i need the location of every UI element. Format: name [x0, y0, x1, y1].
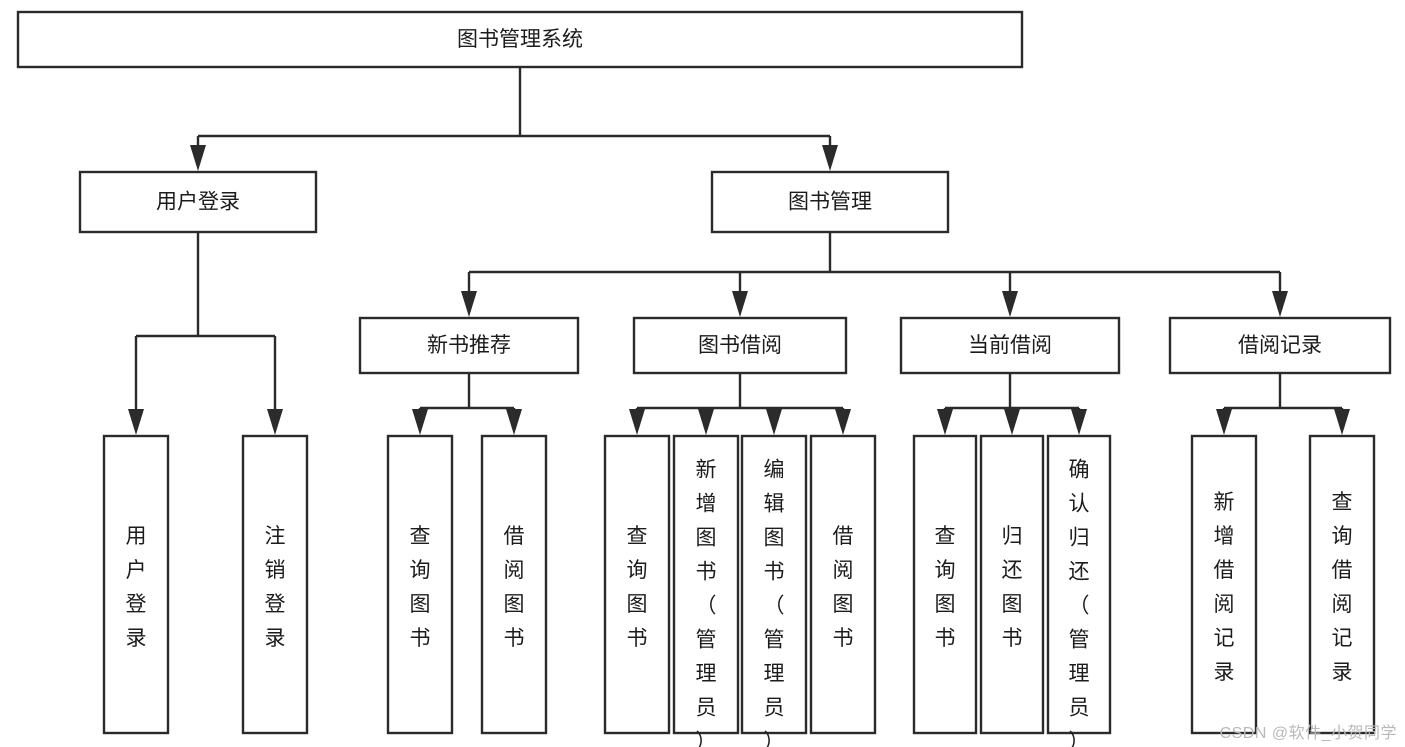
- edge-arrowhead: [629, 409, 645, 435]
- node-label: 编辑图书（管理员）: [764, 459, 785, 747]
- node-leaf-bor-4[interactable]: 借阅图书: [809, 434, 877, 735]
- node-box: [632, 316, 848, 375]
- node-leaf-login-1[interactable]: 用户登录: [102, 434, 170, 735]
- node-layer: 图书管理系统用户登录图书管理新书推荐图书借阅当前借阅借阅记录用户登录注销登录查询…: [16, 10, 1392, 747]
- node-box: [1046, 434, 1112, 735]
- edge-arrowhead: [267, 409, 283, 435]
- node-label: 当前借阅: [968, 334, 1052, 357]
- node-borrow[interactable]: 图书借阅: [632, 316, 848, 375]
- edge-arrowhead: [1272, 291, 1288, 317]
- node-box: [386, 434, 454, 735]
- node-box: [809, 434, 877, 735]
- node-box: [1168, 316, 1392, 375]
- node-box: [1190, 434, 1258, 735]
- node-leaf-cur-2[interactable]: 归还图书: [979, 434, 1045, 735]
- node-label: 新增借阅记录: [1214, 491, 1235, 684]
- edge-arrowhead: [506, 409, 522, 435]
- node-label: 查询图书: [627, 525, 648, 650]
- node-label: 查询借阅记录: [1332, 491, 1353, 684]
- node-label: 图书借阅: [698, 334, 782, 357]
- node-label: 用户登录: [126, 525, 147, 650]
- node-leaf-bor-3[interactable]: 编辑图书（管理员）: [740, 434, 808, 747]
- node-root[interactable]: 图书管理系统: [16, 10, 1024, 69]
- node-box: [241, 434, 309, 735]
- node-box: [899, 316, 1121, 375]
- edge-arrowhead: [1071, 409, 1087, 435]
- node-label: 注销登录: [265, 525, 286, 650]
- node-leaf-rec-2[interactable]: 查询借阅记录: [1308, 434, 1376, 735]
- edge-arrowhead: [698, 409, 714, 435]
- node-label: 借阅图书: [504, 525, 525, 650]
- node-leaf-new-1[interactable]: 查询图书: [386, 434, 454, 735]
- node-box: [740, 434, 808, 735]
- edge-arrowhead: [1216, 409, 1232, 435]
- node-leaf-new-2[interactable]: 借阅图书: [480, 434, 548, 735]
- node-label: 图书管理系统: [457, 28, 583, 51]
- node-label: 图书管理: [788, 191, 872, 214]
- node-newrec[interactable]: 新书推荐: [358, 316, 580, 375]
- node-label: 归还图书: [1002, 525, 1023, 650]
- edge-arrowhead: [412, 409, 428, 435]
- edge-arrowhead: [937, 409, 953, 435]
- node-box: [1308, 434, 1376, 735]
- node-label: 查询图书: [410, 525, 431, 650]
- node-label: 查询图书: [935, 525, 956, 650]
- node-box: [480, 434, 548, 735]
- node-label: 借阅记录: [1238, 334, 1322, 357]
- edge-arrowhead: [732, 291, 748, 317]
- edge-arrowhead: [766, 409, 782, 435]
- node-box: [979, 434, 1045, 735]
- node-label: 新增图书（管理员）: [696, 459, 717, 747]
- edge-arrowhead: [1002, 291, 1018, 317]
- edge-arrowhead: [1334, 409, 1350, 435]
- node-leaf-cur-1[interactable]: 查询图书: [912, 434, 978, 735]
- edge-arrowhead: [835, 409, 851, 435]
- node-current[interactable]: 当前借阅: [899, 316, 1121, 375]
- edge-arrowhead: [128, 409, 144, 435]
- node-box: [603, 434, 671, 735]
- node-label: 用户登录: [156, 191, 240, 214]
- node-leaf-bor-1[interactable]: 查询图书: [603, 434, 671, 735]
- node-leaf-login-2[interactable]: 注销登录: [241, 434, 309, 735]
- node-label: 确认归还（管理员）: [1069, 459, 1090, 747]
- edge-arrowhead: [822, 145, 838, 171]
- node-box: [358, 316, 580, 375]
- node-box: [710, 170, 950, 234]
- node-leaf-rec-1[interactable]: 新增借阅记录: [1190, 434, 1258, 735]
- edge-arrowhead: [190, 145, 206, 171]
- edge-arrowhead: [1004, 409, 1020, 435]
- node-box: [672, 434, 740, 735]
- csdn-watermark: CSDN @软件_小贺同学: [1219, 725, 1397, 742]
- node-login[interactable]: 用户登录: [78, 170, 318, 234]
- node-leaf-bor-2[interactable]: 新增图书（管理员）: [672, 434, 740, 747]
- node-box: [102, 434, 170, 735]
- node-bookmgmt[interactable]: 图书管理: [710, 170, 950, 234]
- edge-layer: [128, 67, 1350, 435]
- node-box: [16, 10, 1024, 69]
- edge-arrowhead: [461, 291, 477, 317]
- node-records[interactable]: 借阅记录: [1168, 316, 1392, 375]
- node-leaf-cur-3[interactable]: 确认归还（管理员）: [1046, 434, 1112, 747]
- node-label: 借阅图书: [833, 525, 854, 650]
- node-box: [912, 434, 978, 735]
- node-label: 新书推荐: [427, 334, 511, 357]
- node-box: [78, 170, 318, 234]
